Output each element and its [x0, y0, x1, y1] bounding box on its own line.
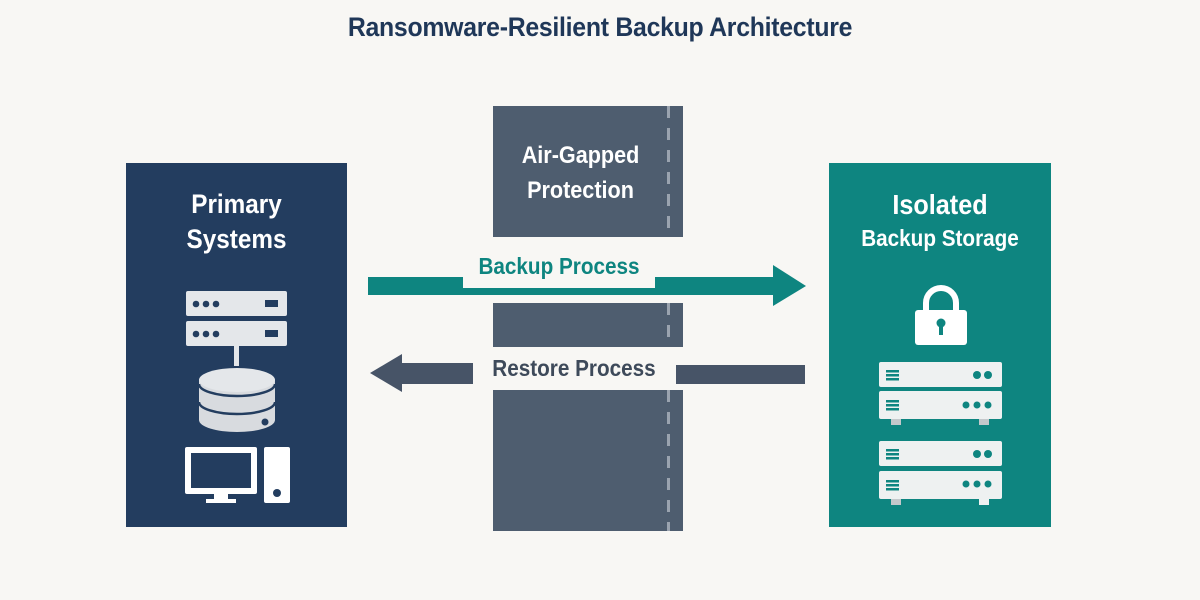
database-icon: [197, 368, 277, 432]
restore-arrow-head: [370, 354, 402, 392]
backup-arrow-shaft-right: [655, 277, 775, 295]
diagram-title: Ransomware-Resilient Backup Architecture: [347, 12, 853, 42]
restore-process-label: Restore Process: [492, 355, 656, 381]
air-gap-block-bottom: [493, 390, 683, 531]
primary-title-line2: Systems: [186, 224, 287, 254]
storage-server-icon: [879, 362, 1002, 425]
server-rack-icon: [186, 291, 287, 366]
isolated-title-line1: Isolated: [892, 189, 988, 220]
backup-arrow-head: [773, 265, 806, 306]
backup-arrow-shaft-left: [368, 277, 463, 295]
isolated-storage-title: Isolated Backup Storage: [840, 187, 1040, 254]
desktop-computer-icon: [185, 447, 290, 503]
restore-arrow-shaft-left: [400, 363, 473, 384]
air-gap-dashed-line: [667, 390, 670, 531]
restore-arrow-shaft-right: [676, 365, 805, 384]
air-gap-title-line2: Protection: [527, 177, 634, 204]
air-gap-dashed-line: [667, 106, 670, 237]
air-gap-title: Air-Gapped Protection: [502, 138, 660, 208]
backup-process-label: Backup Process: [478, 253, 640, 279]
air-gap-title-line1: Air-Gapped: [521, 142, 640, 169]
air-gap-block-middle: [493, 303, 683, 347]
lock-icon: [915, 285, 967, 345]
air-gap-dashed-line: [667, 303, 670, 347]
isolated-title-line2: Backup Storage: [861, 225, 1019, 251]
storage-server-icon: [879, 441, 1002, 505]
backup-arrow: [368, 265, 806, 306]
primary-systems-title: Primary Systems: [137, 187, 336, 257]
backup-arrow-shaft-under-label: [462, 288, 656, 295]
primary-title-line1: Primary: [191, 189, 282, 219]
air-gap-block-top: Air-Gapped Protection: [493, 106, 683, 237]
restore-arrow: [370, 354, 805, 392]
